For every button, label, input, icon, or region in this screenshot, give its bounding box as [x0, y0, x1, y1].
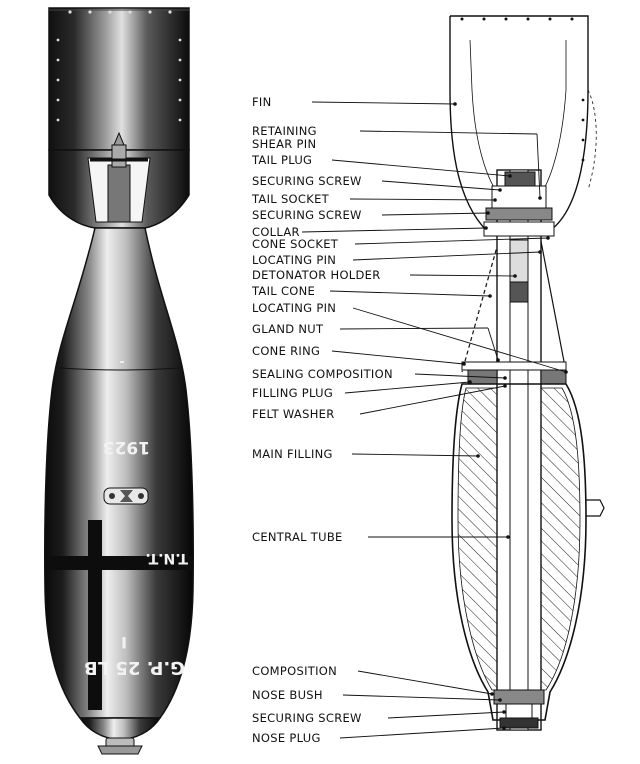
leader-lines: [301, 101, 567, 739]
label-retaining: RETAINING: [252, 124, 317, 138]
leader-arrowheads: [453, 102, 568, 730]
main-filling-right: [540, 387, 581, 691]
label-tail-plug: TAIL PLUG: [251, 153, 312, 167]
bomb-exterior-view: 1923 T.N.T. G.P. 25 LB I: [44, 7, 194, 755]
part-labels: FIN RETAINING SHEAR PIN TAIL PLUG SECURI…: [251, 95, 393, 745]
bomb-body: [44, 227, 194, 719]
label-nose-plug: NOSE PLUG: [252, 731, 321, 745]
label-tail-socket: TAIL SOCKET: [251, 192, 330, 206]
suspension-lug-icon: [103, 487, 149, 505]
label-sealing-composition: SEALING COMPOSITION: [252, 367, 393, 381]
label-locating-pin-1: LOCATING PIN: [252, 253, 336, 267]
label-nose-bush: NOSE BUSH: [252, 688, 323, 702]
label-locating-pin-2: LOCATING PIN: [252, 301, 336, 315]
bomb-marking-filling: T.N.T.: [145, 550, 188, 566]
label-detonator-holder: DETONATOR HOLDER: [252, 268, 381, 282]
fin-rivets: [56, 10, 182, 122]
label-shear-pin: SHEAR PIN: [252, 137, 316, 151]
main-filling-left: [457, 387, 498, 691]
label-collar: COLLAR: [252, 225, 300, 239]
label-composition: COMPOSITION: [252, 664, 337, 678]
label-central-tube: CENTRAL TUBE: [252, 530, 343, 544]
label-securing-screw-2: SECURING SCREW: [252, 208, 362, 222]
label-fin: FIN: [252, 95, 272, 109]
main-casing: [451, 383, 587, 721]
label-cone-socket: CONE SOCKET: [252, 237, 339, 251]
bomb-nose: [78, 717, 162, 741]
tail-cone-outline: [461, 235, 501, 373]
label-main-filling: MAIN FILLING: [252, 447, 333, 461]
label-cone-ring: CONE RING: [252, 344, 320, 358]
label-filling-plug: FILLING PLUG: [252, 386, 333, 400]
label-securing-screw-3: SECURING SCREW: [252, 711, 362, 725]
bomb-section-view: [449, 15, 605, 731]
bomb-marking-designation: G.P. 25 LB: [84, 657, 185, 678]
label-gland-nut: GLAND NUT: [252, 322, 324, 336]
label-securing-screw-1: SECURING SCREW: [252, 174, 362, 188]
label-tail-cone: TAIL CONE: [251, 284, 315, 298]
bomb-marking-year: 1923: [103, 437, 150, 457]
fin-box: [48, 7, 190, 151]
label-felt-washer: FELT WASHER: [252, 407, 335, 421]
bomb-marking-mark: I: [121, 633, 127, 652]
